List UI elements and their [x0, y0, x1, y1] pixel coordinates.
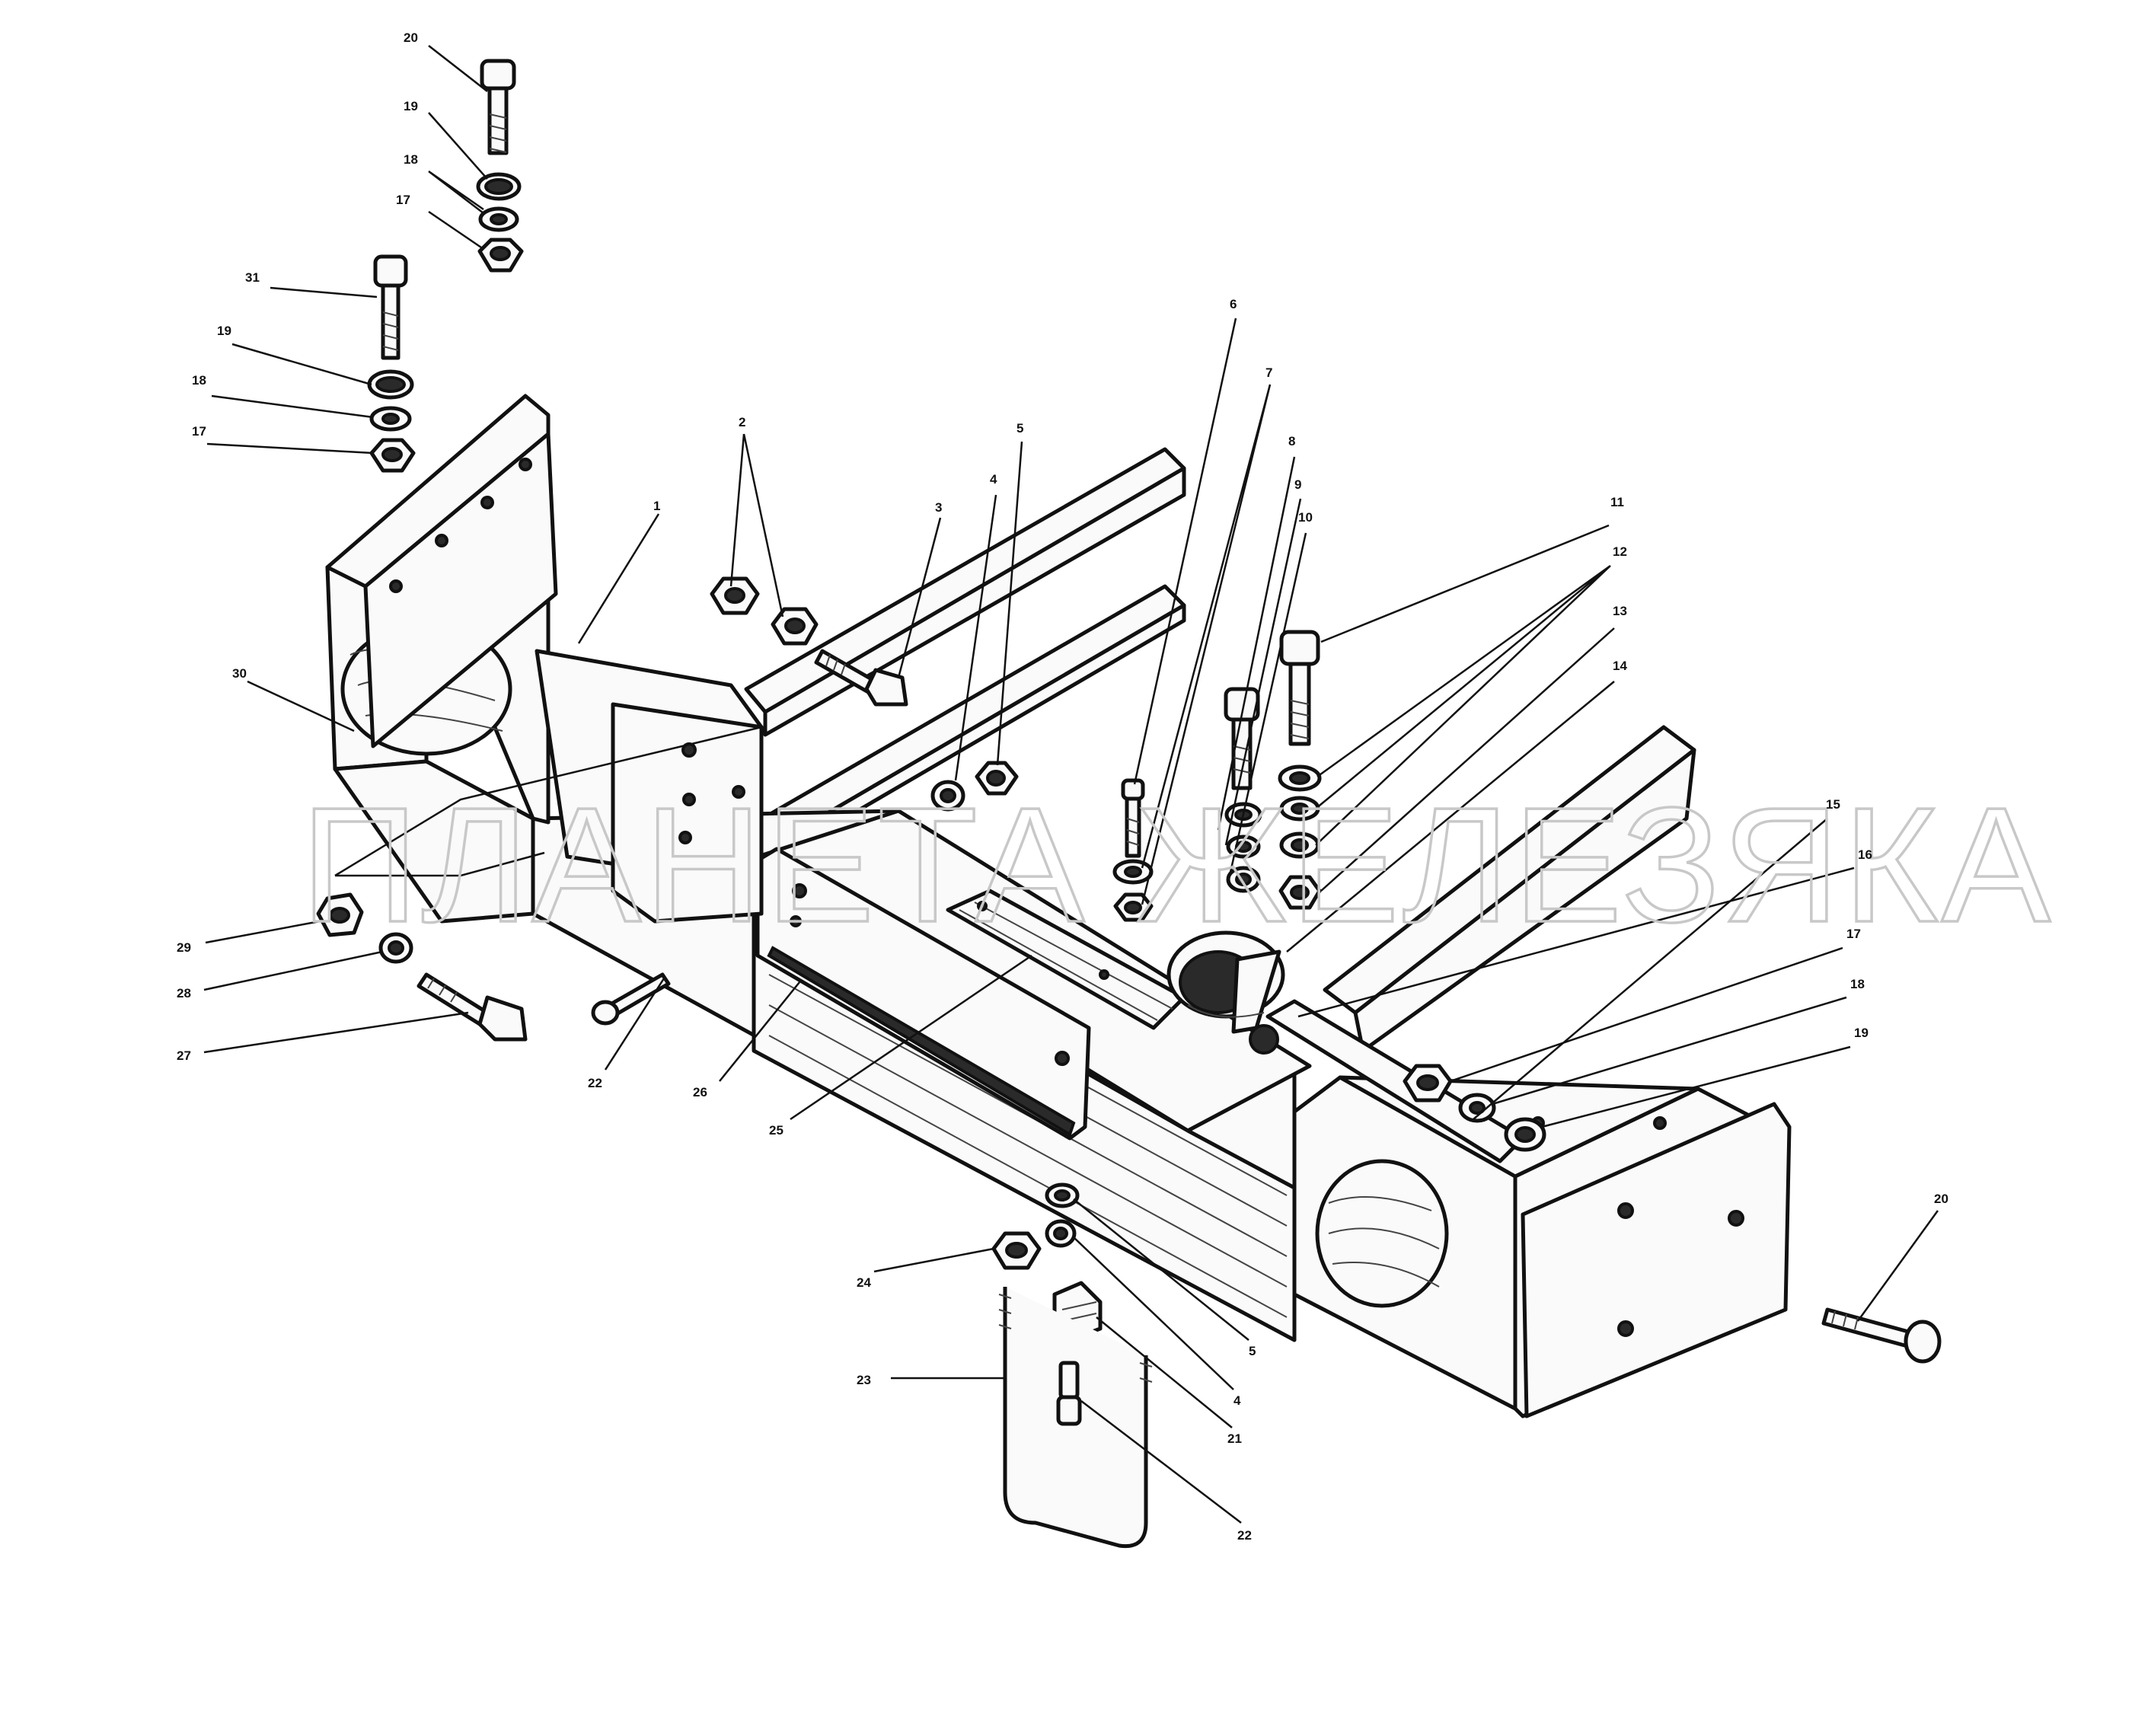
callout-19: 19: [1854, 1026, 1869, 1040]
callout-1: 1: [653, 499, 660, 513]
callout-26: 26: [693, 1085, 707, 1099]
callout-12: 12: [1613, 544, 1627, 559]
part-19-washer-mid: [367, 369, 414, 400]
callout-24: 24: [857, 1275, 871, 1290]
part-13-nut: [1278, 875, 1322, 910]
part-22-screw-left: [591, 972, 671, 1026]
part-2-nut-b: [771, 607, 819, 646]
callout-10: 10: [1298, 510, 1313, 525]
callout-2: 2: [739, 415, 745, 429]
callout-21: 21: [1227, 1431, 1242, 1446]
callout-27: 27: [177, 1048, 191, 1063]
callout-6: 6: [1230, 297, 1237, 311]
callout-18: 18: [404, 152, 418, 167]
part-7-washer: [1112, 859, 1154, 885]
part-18-spring-washer-right: [1458, 1093, 1496, 1123]
watermark-text: ПЛАНЕТА ЖЕЛЕЗЯКА: [301, 773, 2054, 956]
callout-17: 17: [192, 424, 206, 439]
part-20-bolt-top: [480, 59, 516, 155]
part-29-nut: [316, 892, 364, 937]
part-2-nut-a: [710, 576, 760, 615]
callout-3: 3: [935, 500, 942, 515]
part-18-spring-washer-top: [478, 206, 519, 232]
callout-4: 4: [990, 472, 997, 487]
callout-5: 5: [1016, 421, 1023, 436]
part-17-nut-top: [477, 238, 524, 273]
callout-23: 23: [857, 1373, 871, 1387]
part-12-washers: [1278, 764, 1322, 859]
callout-14: 14: [1613, 659, 1627, 673]
callout-19: 19: [217, 324, 231, 338]
part-18-spring-washer-mid: [369, 406, 412, 432]
callout-4: 4: [1233, 1393, 1241, 1408]
part-26-side-plate: [755, 847, 1091, 1141]
callout-20: 20: [404, 30, 418, 45]
frame-rail-lower: [767, 584, 1186, 854]
part-5-washer-bottom: [1045, 1182, 1080, 1208]
leader-lines: [203, 45, 1939, 1524]
callout-18: 18: [192, 373, 206, 388]
callout-25: 25: [769, 1123, 783, 1138]
callout-9: 9: [1294, 477, 1301, 492]
part-27-bolt: [416, 972, 528, 1042]
part-1-bracket: [325, 394, 764, 924]
callout-18: 18: [1850, 977, 1865, 991]
callout-15: 15: [1826, 797, 1840, 812]
callout-11: 11: [1610, 495, 1624, 509]
frame-rail-right: [1323, 725, 1696, 1053]
part-31-bolt: [373, 254, 408, 360]
part-20-bolt-right: [1821, 1307, 1942, 1364]
part-14-tow-hook: [1166, 930, 1525, 1163]
callout-29: 29: [177, 940, 191, 955]
callout-19: 19: [404, 99, 418, 113]
part-19-washer-top: [476, 172, 522, 201]
callout-13: 13: [1613, 604, 1627, 618]
callout-20: 20: [1934, 1192, 1948, 1206]
callout-30: 30: [232, 666, 247, 681]
frame-rail-upper: [744, 447, 1186, 737]
callout-22: 22: [588, 1076, 602, 1090]
callout-17: 17: [396, 193, 410, 207]
part-4-washer-a: [930, 780, 965, 812]
part-28-spring-washer: [378, 932, 413, 964]
part-11-bolt: [1279, 630, 1320, 746]
part-6-bolt: [1121, 778, 1145, 858]
callout-7: 7: [1265, 365, 1272, 380]
callout-8: 8: [1288, 434, 1295, 448]
part-19-washer-right: [1504, 1117, 1546, 1152]
callout-31: 31: [245, 270, 260, 285]
callout-22: 22: [1237, 1528, 1252, 1543]
callout-17: 17: [1846, 927, 1861, 941]
part-17-nut-right: [1403, 1064, 1453, 1103]
part-17-nut-mid: [369, 438, 416, 473]
part-5-nut-a: [975, 761, 1019, 796]
part-3-bolt: [814, 649, 908, 707]
callout-16: 16: [1858, 847, 1872, 862]
callout-5: 5: [1249, 1344, 1256, 1358]
callout-28: 28: [177, 986, 191, 1000]
callout-labels: 20 19 18 17 31 19 18 17 30 1 2 3 4 5 6 7…: [177, 30, 1948, 1543]
part-24-nut: [991, 1231, 1042, 1270]
part-4-washer-bottom: [1045, 1219, 1077, 1248]
part-22-bolt-bottom: [1056, 1361, 1082, 1426]
